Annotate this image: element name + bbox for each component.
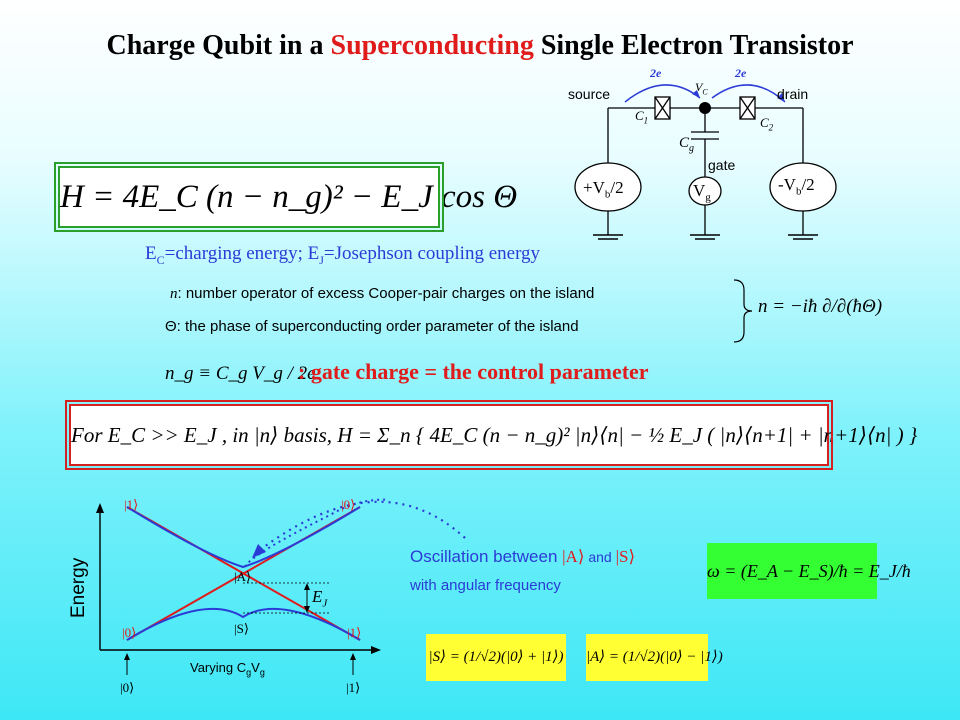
- gap-ej-label: EJ: [312, 587, 327, 609]
- ket-0-axis: |0⟩: [120, 680, 135, 695]
- hamiltonian-box: H = 4E_C (n − n_g)² − E_J cos Θ: [54, 162, 517, 232]
- source-voltage-left: [574, 162, 642, 212]
- title-highlight: Superconducting: [330, 30, 534, 61]
- gap-ej-symbol: E: [312, 587, 323, 606]
- ket-a-label: |A⟩: [234, 569, 252, 584]
- definition-theta: Θ: the phase of superconducting order pa…: [165, 318, 579, 335]
- gap-ej-subscript: J: [322, 597, 328, 610]
- dashed-arrow-icon: [252, 500, 466, 558]
- label-c2: C2: [760, 115, 773, 133]
- commutator-relation: n = −iħ ∂/∂(ħΘ): [758, 296, 883, 317]
- gate-charge-formula: n_g ≡ C_g V_g / 2e: [165, 363, 316, 384]
- theta-description: : the phase of superconducting order par…: [176, 318, 579, 335]
- xlabel-sub-1: g: [246, 667, 252, 678]
- oscillation-and: and: [584, 549, 616, 565]
- ej-description: =Josephson coupling energy: [323, 243, 541, 264]
- c2-symbol: C: [760, 115, 769, 130]
- label-2e-right: 2e: [735, 66, 747, 80]
- brace-icon: [733, 279, 753, 343]
- label-vg: Vg: [693, 181, 711, 203]
- vg-subscript: g: [705, 191, 711, 204]
- label-gate: gate: [708, 157, 736, 173]
- vb-minus-tail: /2: [801, 175, 815, 194]
- plot-ylabel: Energy: [68, 557, 89, 618]
- definition-n: n: number operator of excess Cooper-pair…: [170, 285, 594, 303]
- theta-symbol: Θ: [165, 318, 177, 335]
- title-text-end: Single Electron Transistor: [533, 30, 854, 61]
- n-symbol: n: [170, 286, 178, 302]
- ket-1-bottom-right: |1⟩: [347, 625, 362, 640]
- label-c1: C1: [635, 108, 648, 126]
- plot-xlabel: Varying CgVg: [190, 660, 265, 678]
- vc-symbol: V: [695, 80, 703, 94]
- cg-subscript: g: [689, 143, 695, 154]
- ket-1-axis: |1⟩: [346, 680, 361, 695]
- title-text: Charge Qubit in a: [106, 30, 331, 61]
- c1-subscript: 1: [643, 115, 649, 126]
- n-description: : number operator of excess Cooper-pair …: [177, 285, 595, 302]
- vb-plus-subscript: b: [604, 188, 611, 201]
- page-title: Charge Qubit in a Superconducting Single…: [0, 30, 960, 62]
- set-circuit-diagram: [574, 84, 837, 240]
- oscillation-ket-s: |S⟩: [615, 547, 636, 566]
- oscillation-line-2: with angular frequency: [410, 577, 561, 594]
- cg-symbol: C: [679, 135, 690, 151]
- ej-symbol: E: [307, 243, 320, 264]
- vb-plus-symbol: +V: [583, 178, 605, 197]
- ej-subscript: J: [319, 252, 324, 267]
- ec-subscript: C: [156, 252, 165, 267]
- gate-charge-description: : gate charge = the control parameter: [298, 359, 649, 384]
- label-source: source: [568, 86, 611, 102]
- island-node: [699, 102, 711, 114]
- xlabel-mid: V: [251, 660, 260, 675]
- vb-minus-symbol: -V: [778, 175, 796, 194]
- definition-ec-ej: EC=charging energy; EJ=Josephson couplin…: [145, 243, 540, 268]
- josephson-junction-c1: [654, 96, 671, 120]
- upper-band-a: [126, 506, 361, 569]
- ket-1-top-left: |1⟩: [124, 497, 139, 512]
- xlabel-sub-2: g: [259, 667, 265, 678]
- label-drain: drain: [777, 86, 809, 102]
- ec-symbol: E: [145, 243, 157, 264]
- source-voltage-right: [769, 162, 837, 212]
- label-vb-plus: +Vb/2: [583, 178, 624, 200]
- oscillation-ket-a: |A⟩: [562, 547, 585, 566]
- label-2e-left: 2e: [650, 66, 662, 80]
- ec-description: =charging energy;: [164, 243, 308, 264]
- ket-0-top-right: |0⟩: [341, 497, 356, 512]
- ket-0-bottom-left: |0⟩: [122, 625, 137, 640]
- c2-subscript: 2: [768, 122, 774, 133]
- omega-formula-box: ω = (E_A − E_S)/ħ = E_J/ħ: [707, 543, 911, 599]
- label-cg: Cg: [679, 135, 694, 154]
- basis-hamiltonian-box: For E_C >> E_J , in |n⟩ basis, H = Σ_n {…: [65, 400, 917, 470]
- lower-band-s: [126, 607, 361, 641]
- label-vc: VC: [695, 80, 708, 96]
- c1-symbol: C: [635, 108, 644, 123]
- symmetric-state-box: |S⟩ = (1/√2)(|0⟩ + |1⟩): [426, 634, 566, 681]
- label-vb-minus: -Vb/2: [778, 175, 815, 197]
- oscillation-text: Oscillation between: [410, 547, 563, 566]
- vb-minus-subscript: b: [795, 185, 802, 198]
- gate-voltage-source: [688, 176, 722, 206]
- vc-subscript: C: [702, 87, 708, 97]
- xlabel-text: Varying C: [190, 660, 247, 675]
- oscillation-line-1: Oscillation between |A⟩ and |S⟩: [410, 547, 635, 567]
- antisymmetric-state-box: |A⟩ = (1/√2)(|0⟩ − |1⟩): [586, 634, 723, 681]
- ket-s-label: |S⟩: [234, 621, 249, 636]
- energy-level-plot: [96, 498, 385, 675]
- josephson-junction-c2: [739, 96, 756, 120]
- vg-symbol: V: [693, 181, 706, 200]
- vb-plus-tail: /2: [610, 178, 624, 197]
